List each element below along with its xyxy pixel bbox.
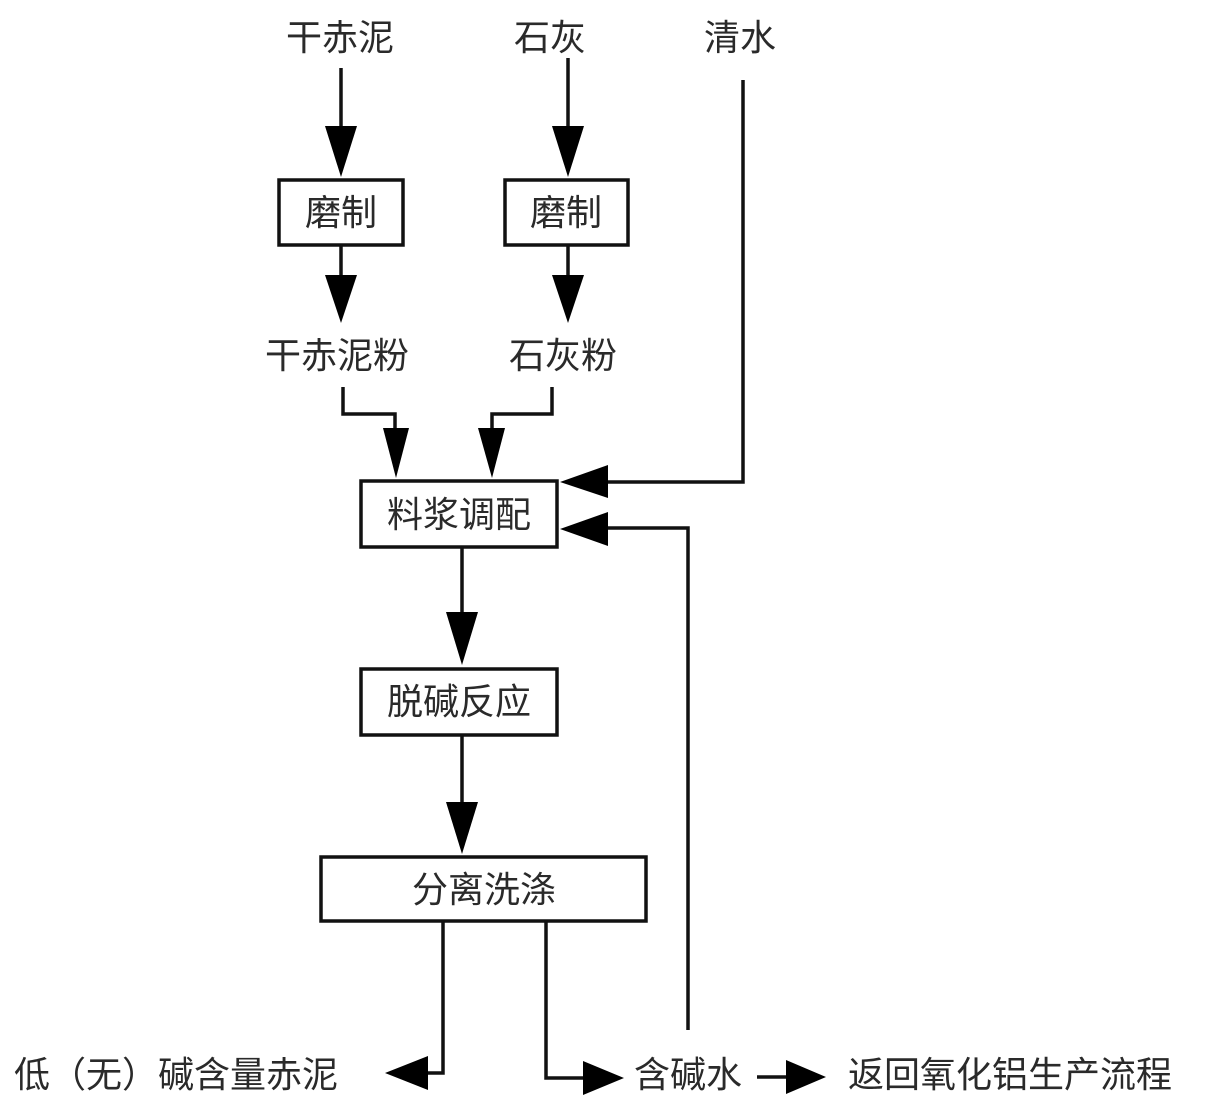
- edge-clean-water-to-slurry: [600, 80, 745, 484]
- edge-lime-powder-to-slurry: [490, 387, 554, 440]
- arrowhead: [325, 126, 357, 177]
- edge-alkaline-water-recycle: [600, 526, 690, 1030]
- box-grind-red-mud-label: 磨制: [305, 193, 377, 234]
- arrowhead: [583, 1061, 624, 1095]
- edge-red-mud-powder-to-slurry: [341, 387, 397, 440]
- label-dry-red-mud-powder: 干赤泥粉: [265, 336, 409, 377]
- box-grind-lime: [503, 178, 630, 247]
- arrowhead: [560, 512, 608, 546]
- arrowhead: [552, 126, 584, 177]
- box-grind-red-mud: [277, 178, 405, 247]
- box-dealkalization: [359, 667, 559, 737]
- edge-separation-to-red-mud: [425, 921, 445, 1075]
- arrowhead: [446, 802, 478, 854]
- arrowhead: [478, 428, 505, 478]
- arrowhead: [385, 1056, 428, 1090]
- box-slurry-mixing-label: 料浆调配: [387, 495, 531, 536]
- arrowhead: [383, 428, 409, 478]
- box-slurry-mixing: [359, 479, 559, 549]
- label-return-to-alumina: 返回氧化铝生产流程: [848, 1055, 1172, 1096]
- box-grind-lime-label: 磨制: [530, 193, 602, 234]
- label-alkaline-water: 含碱水: [634, 1055, 742, 1096]
- edge-separation-to-alkaline-water: [544, 921, 585, 1080]
- arrowhead: [786, 1060, 826, 1094]
- label-clean-water: 清水: [704, 18, 776, 59]
- box-separation-washing: [319, 855, 648, 923]
- label-low-alkali-red-mud: 低（无）碱含量赤泥: [14, 1055, 338, 1096]
- arrowhead: [325, 275, 357, 323]
- box-dealkalization-label: 脱碱反应: [387, 682, 531, 723]
- label-lime: 石灰: [514, 18, 586, 59]
- label-dry-red-mud: 干赤泥: [286, 18, 394, 59]
- box-separation-washing-label: 分离洗涤: [412, 870, 556, 911]
- arrowhead: [552, 275, 584, 323]
- arrowhead: [560, 465, 608, 498]
- arrowhead: [446, 612, 478, 665]
- label-lime-powder: 石灰粉: [509, 336, 617, 377]
